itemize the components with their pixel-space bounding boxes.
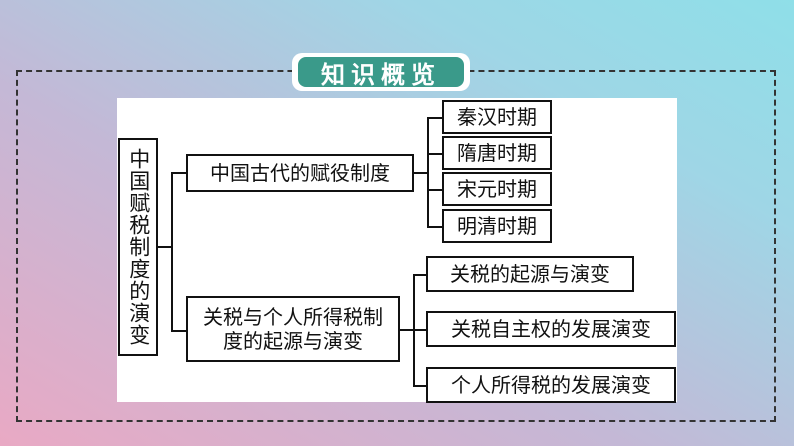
connector — [413, 385, 427, 387]
leaf-node: 关税自主权的发展演变 — [426, 311, 676, 347]
section-title: 知识概览 — [298, 57, 464, 89]
connector — [427, 189, 443, 191]
connector — [414, 172, 428, 174]
leaf-node: 关税的起源与演变 — [426, 256, 634, 292]
leaf-node: 隋唐时期 — [442, 136, 552, 170]
connector — [427, 153, 443, 155]
connector — [413, 329, 427, 331]
leaf-node: 秦汉时期 — [442, 100, 552, 134]
branch-node-ancient: 中国古代的赋役制度 — [186, 154, 414, 192]
connector — [171, 330, 187, 332]
leaf-node: 明清时期 — [442, 209, 552, 243]
connector — [427, 117, 443, 119]
connector — [171, 172, 187, 174]
connector — [413, 274, 427, 276]
leaf-node: 宋元时期 — [442, 172, 552, 206]
connector — [400, 329, 414, 331]
connector — [171, 172, 173, 332]
branch-node-modern: 关税与个人所得税制度的起源与演变 — [186, 296, 400, 362]
connector — [158, 246, 172, 248]
connector — [427, 226, 443, 228]
connector — [427, 117, 429, 228]
leaf-node: 个人所得税的发展演变 — [426, 367, 676, 403]
root-node: 中国赋税制度的演变 — [118, 138, 158, 356]
